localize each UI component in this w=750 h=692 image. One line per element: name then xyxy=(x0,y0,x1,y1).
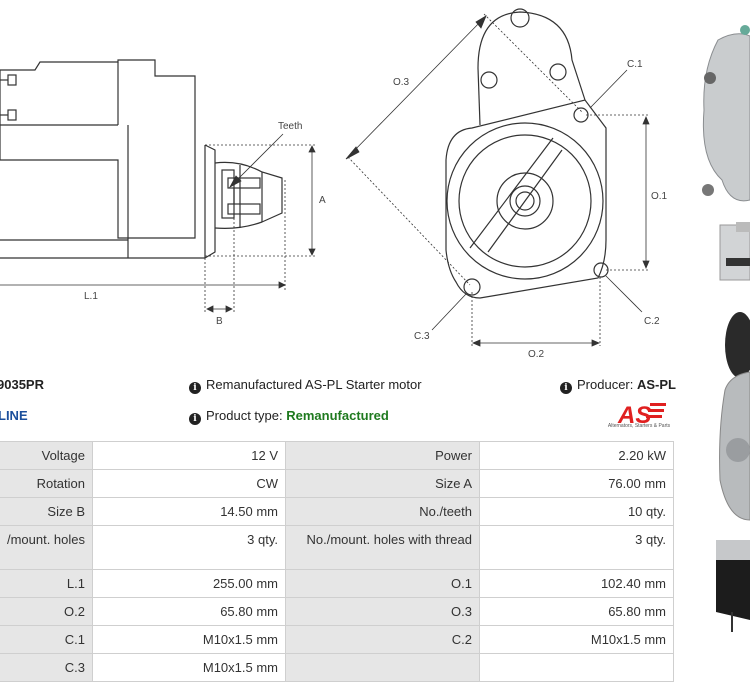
spec-value: 14.50 mm xyxy=(92,497,286,526)
table-row: Size B 14.50 mm No./teeth 10 qty. xyxy=(0,497,674,526)
dimension-o2-label: O.2 xyxy=(528,349,545,360)
product-type-label: Product type: xyxy=(206,408,283,423)
front-view-drawing xyxy=(445,8,609,299)
producer-label: Producer: xyxy=(577,377,634,392)
spec-label: C.1 xyxy=(0,625,93,654)
spec-value: 65.80 mm xyxy=(92,597,286,626)
spec-value: CW xyxy=(92,469,286,498)
product-line-link[interactable]: LINE xyxy=(0,408,28,423)
product-photos xyxy=(690,0,750,692)
spec-value: 2.20 kW xyxy=(479,441,674,470)
spec-value: 3 qty. xyxy=(479,525,674,570)
dimension-c3-label: C.3 xyxy=(414,331,430,342)
spec-label: No./mount. holes with thread xyxy=(285,525,480,570)
product-photo-front xyxy=(702,25,750,202)
spec-label: O.2 xyxy=(0,597,93,626)
dimension-a-label: A xyxy=(319,195,326,206)
teeth-label: Teeth xyxy=(278,121,302,132)
spec-label: /mount. holes xyxy=(0,525,93,570)
spec-value: 10 qty. xyxy=(479,497,674,526)
spec-value: 12 V xyxy=(92,441,286,470)
spec-label: Power xyxy=(285,441,480,470)
product-photo-angled xyxy=(716,540,750,632)
table-row: /mount. holes 3 qty. No./mount. holes wi… xyxy=(0,525,674,570)
spec-label: C.2 xyxy=(285,625,480,654)
product-photo-rear xyxy=(719,312,750,521)
dimension-o3-label: O.3 xyxy=(393,77,410,88)
side-view-dimensions xyxy=(0,133,316,313)
dimension-b-label: B xyxy=(216,316,223,327)
product-type-value: Remanufactured xyxy=(286,408,389,423)
table-row: Rotation CW Size A 76.00 mm xyxy=(0,469,674,498)
specs-table: Voltage 12 V Power 2.20 kW Rotation CW S… xyxy=(0,441,674,682)
as-pl-logo: AS xyxy=(617,402,666,429)
spec-label: No./teeth xyxy=(285,497,480,526)
info-icon: i xyxy=(560,382,572,394)
spec-value: 255.00 mm xyxy=(92,569,286,598)
logo-subtext: Alternators, Starters & Parts xyxy=(607,423,671,429)
producer: i Producer: AS-PL xyxy=(560,377,676,394)
product-type: i Product type: Remanufactured xyxy=(189,408,389,425)
dimension-c2-label: C.2 xyxy=(644,316,660,327)
technical-drawings: Teeth A L.1 B xyxy=(0,8,668,360)
spec-value: M10x1.5 mm xyxy=(92,625,286,654)
side-view-drawing xyxy=(0,59,283,259)
spec-value: 65.80 mm xyxy=(479,597,674,626)
table-row: C.1 M10x1.5 mm C.2 M10x1.5 mm xyxy=(0,625,674,654)
spec-label: C.3 xyxy=(0,653,93,682)
spec-label: Size B xyxy=(0,497,93,526)
spec-value: 3 qty. xyxy=(92,525,286,570)
description-text: Remanufactured AS-PL Starter motor xyxy=(206,377,422,392)
spec-value: M10x1.5 mm xyxy=(479,625,674,654)
table-row: Voltage 12 V Power 2.20 kW xyxy=(0,441,674,470)
producer-value: AS-PL xyxy=(637,377,676,392)
spec-label: L.1 xyxy=(0,569,93,598)
logo-text: AS xyxy=(617,402,651,429)
dimension-o1-label: O.1 xyxy=(651,191,668,202)
spec-value: M10x1.5 mm xyxy=(92,653,286,682)
spec-value xyxy=(479,653,674,682)
spec-label: Size A xyxy=(285,469,480,498)
spec-label: Voltage xyxy=(0,441,93,470)
dimension-c1-label: C.1 xyxy=(627,59,643,70)
info-icon: i xyxy=(189,382,201,394)
table-row: O.2 65.80 mm O.3 65.80 mm xyxy=(0,597,674,626)
product-description: i Remanufactured AS-PL Starter motor xyxy=(189,377,422,394)
product-photo-side xyxy=(719,222,750,281)
spec-label: Rotation xyxy=(0,469,93,498)
spec-label: O.1 xyxy=(285,569,480,598)
spec-label xyxy=(285,653,480,682)
info-icon: i xyxy=(189,413,201,425)
spec-label: O.3 xyxy=(285,597,480,626)
spec-value: 102.40 mm xyxy=(479,569,674,598)
front-view-dimensions xyxy=(345,13,650,347)
dimension-l1-label: L.1 xyxy=(84,291,98,302)
table-row: L.1 255.00 mm O.1 102.40 mm xyxy=(0,569,674,598)
product-code: 9035PR xyxy=(0,377,44,392)
table-row: C.3 M10x1.5 mm xyxy=(0,653,674,682)
spec-value: 76.00 mm xyxy=(479,469,674,498)
